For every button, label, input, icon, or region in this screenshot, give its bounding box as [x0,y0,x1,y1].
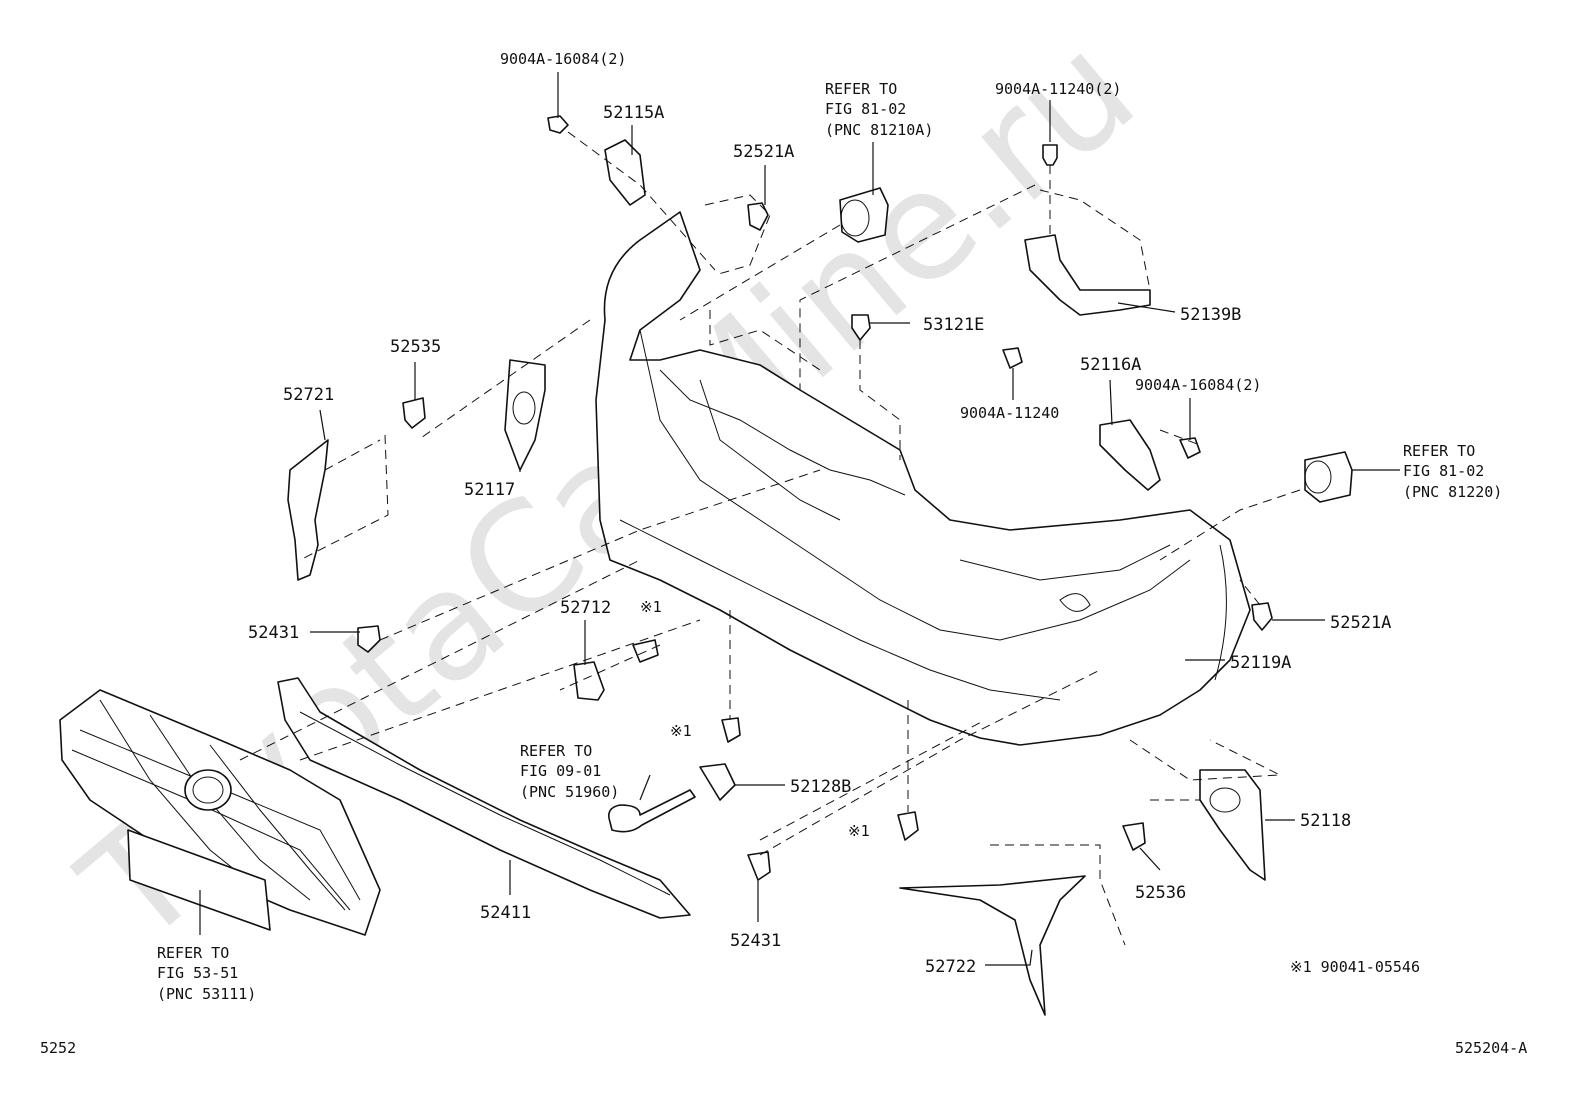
fog-cover-left [504,359,546,471]
label-52117: 52117 [464,480,515,500]
label-refer-top-1: REFER TO [825,80,897,98]
label-refer-right-2: FIG 81-02 [1403,462,1484,480]
clips-and-bolts [357,115,1273,881]
label-refer-top-3: (PNC 81210A) [825,121,933,139]
bracket-52128B [699,763,736,801]
label-52116A: 52116A [1080,355,1141,375]
radiator-grille [59,689,381,936]
label-refer-bottom-3: (PNC 53111) [157,985,256,1003]
label-bolt-mid-right2: 9004A-16084(2) [1135,376,1261,394]
bracket-52115A [604,139,646,206]
label-refer-right-3: (PNC 81220) [1403,483,1502,501]
label-refer-bottom-1: REFER TO [157,944,229,962]
part-labels: 9004A-16084(2) 52115A 52521A REFER TO FI… [40,50,1527,1057]
page-code-left: 5252 [40,1039,76,1057]
label-53121E: 53121E [923,315,984,335]
label-52115A: 52115A [603,103,664,123]
label-52431-bottom: 52431 [730,931,781,951]
tow-hook [607,789,696,833]
label-refer-top-2: FIG 81-02 [825,100,906,118]
label-52118: 52118 [1300,811,1351,831]
label-52128B: 52128B [790,777,851,797]
label-mark1-b: ※1 [670,722,692,740]
label-bolt-top-left: 9004A-16084(2) [500,50,626,68]
bracket-52712 [573,661,605,701]
label-52722: 52722 [925,957,976,977]
label-52721: 52721 [283,385,334,405]
label-mark1-a: ※1 [640,598,662,616]
fog-lamp-top [839,187,889,243]
bracket-52116A [1099,419,1161,491]
assembly-dashed-lines [239,131,1301,946]
label-refer-right-1: REFER TO [1403,442,1475,460]
label-52535: 52535 [390,337,441,357]
bracket-52139B [1024,234,1151,316]
footnote: ※1 90041-05546 [1290,958,1420,976]
label-refer-mid-2: FIG 09-01 [520,762,601,780]
label-refer-bottom-2: FIG 53-51 [157,964,238,982]
label-refer-mid-3: (PNC 51960) [520,783,619,801]
bumper-cover [595,211,1251,746]
fog-cover-right [1199,769,1266,881]
label-52139B: 52139B [1180,305,1241,325]
garnish-lower [899,875,1086,1016]
garnish-side-left [287,439,329,581]
label-52521A-right: 52521A [1330,613,1391,633]
label-52536: 52536 [1135,883,1186,903]
lower-spoiler [277,677,691,919]
label-refer-mid-1: REFER TO [520,742,592,760]
leader-lines [199,72,1400,966]
label-mark1-c: ※1 [848,822,870,840]
label-bolt-top-right: 9004A-11240(2) [995,80,1121,98]
label-52431-left: 52431 [248,623,299,643]
label-bolt-mid-right: 9004A-11240 [960,404,1059,422]
page-code-right: 525204-A [1455,1039,1527,1057]
label-52521A-top: 52521A [733,142,794,162]
label-52119A: 52119A [1230,653,1291,673]
fog-lamp-right [1304,451,1353,503]
label-52411: 52411 [480,903,531,923]
label-52712: 52712 [560,598,611,618]
